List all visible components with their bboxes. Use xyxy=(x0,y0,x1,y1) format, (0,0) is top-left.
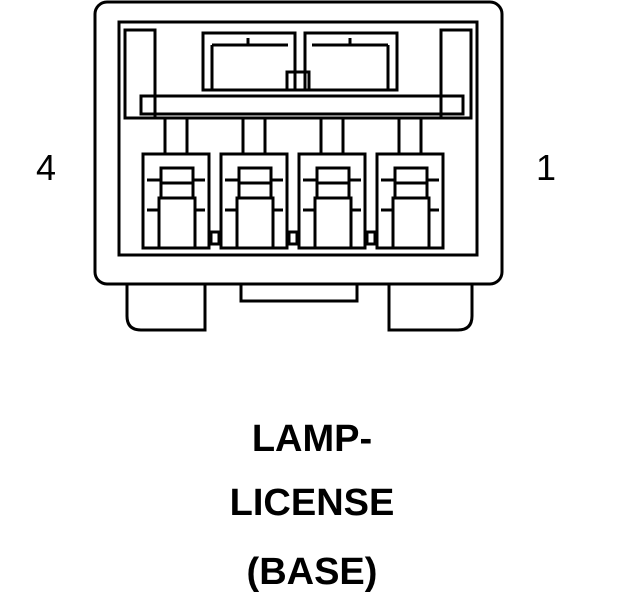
terminal-cavity-3 xyxy=(297,116,367,250)
cavity-separator-2 xyxy=(287,230,299,246)
cavity-separator-3 xyxy=(365,230,377,246)
terminal-cavity-1 xyxy=(141,116,211,250)
caption-line-1: LAMP- xyxy=(251,418,373,460)
connector-inner-wall xyxy=(117,20,479,257)
cavity-separator-1 xyxy=(209,230,221,246)
terminal-cavity-4 xyxy=(375,116,445,250)
right-lock-post xyxy=(439,28,473,120)
right-bottom-tab xyxy=(387,284,474,332)
center-key xyxy=(285,70,311,92)
pin-number-4-label: 4 xyxy=(36,147,57,188)
left-top-latch xyxy=(201,31,297,92)
right-top-latch xyxy=(303,31,399,92)
terminal-rail xyxy=(139,94,465,116)
caption-line-2: LICENSE xyxy=(229,482,395,524)
caption-line-3: (BASE) xyxy=(246,551,378,593)
terminal-cavity-2 xyxy=(219,116,289,250)
terminal-cavities xyxy=(141,116,445,250)
center-bottom-tab xyxy=(239,282,359,303)
left-bottom-tab xyxy=(125,284,207,332)
pin-number-1-label: 1 xyxy=(536,147,557,188)
connector-face-diagram xyxy=(93,0,504,332)
